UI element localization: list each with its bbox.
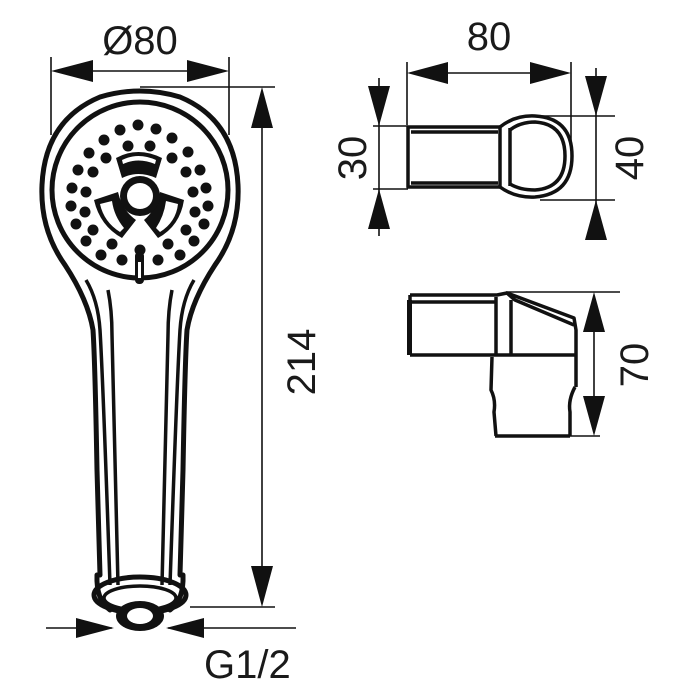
- nozzle-dots: [65, 119, 214, 266]
- holder-left-height-dimension: 30: [331, 78, 408, 236]
- holder-right-height-dimension: 40: [540, 68, 652, 240]
- hose-connector: [91, 572, 189, 631]
- handle-groove-left: [106, 289, 120, 586]
- handle-groove-right: [160, 289, 174, 586]
- holder-side-stem-right: [567, 386, 577, 436]
- holder-width-dimension: 80: [406, 15, 572, 150]
- holder-width-label: 80: [467, 15, 512, 59]
- handle-inner-right: [168, 279, 196, 586]
- holder-ring-outer: [498, 114, 574, 199]
- hand-shower: [39, 88, 241, 631]
- connection-label: G1/2: [204, 643, 291, 687]
- shower-outer-outline: [39, 88, 241, 578]
- diameter-label: Ø80: [102, 19, 178, 63]
- length-label: 214: [280, 329, 324, 396]
- holder-ring-inner: [508, 120, 567, 192]
- handle-inner-left: [84, 279, 112, 586]
- holder-side-height-dimension: 70: [506, 291, 657, 437]
- holder-side-view: [407, 291, 578, 438]
- holder-left-height-label: 30: [331, 136, 375, 181]
- holder-top-view: [406, 114, 574, 199]
- holder-side-top: [410, 291, 578, 387]
- holder-top-body: [406, 125, 502, 189]
- selector-lever-slot: [138, 262, 141, 278]
- holder-right-height-label: 40: [608, 136, 652, 181]
- holder-side-stem-left: [489, 356, 498, 437]
- holder-side-height-label: 70: [613, 343, 657, 388]
- spray-selector: [94, 152, 184, 238]
- connection-dimension: G1/2: [46, 618, 296, 687]
- length-dimension: 214: [140, 86, 324, 608]
- diameter-dimension: Ø80: [50, 19, 230, 135]
